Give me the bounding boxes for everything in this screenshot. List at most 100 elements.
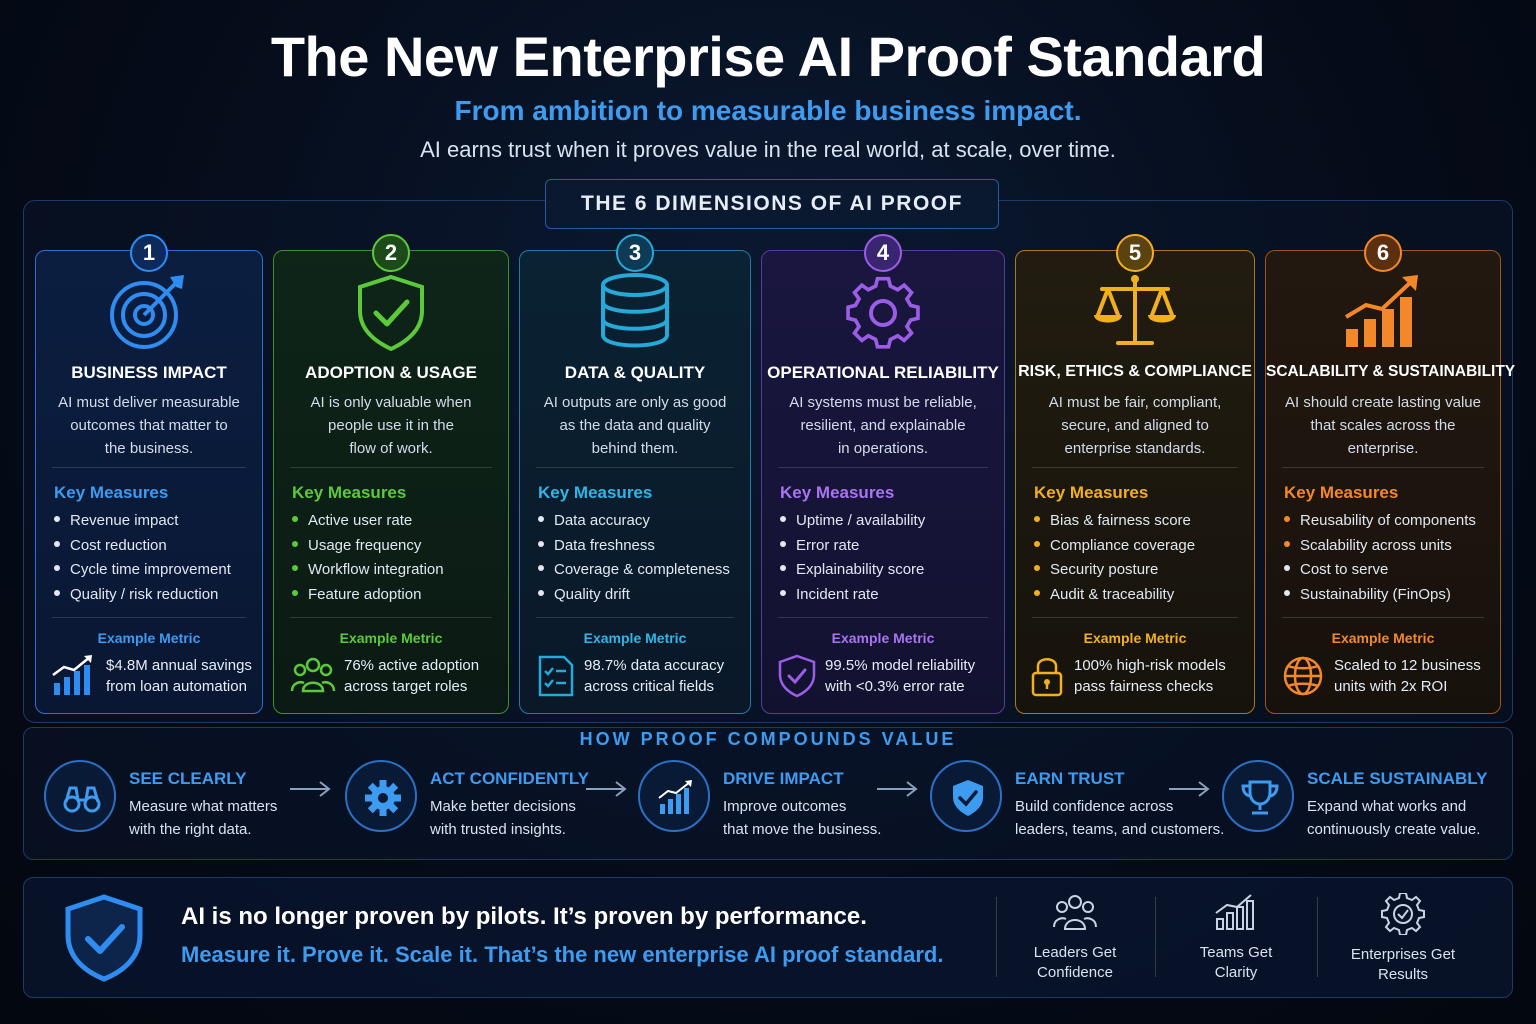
key-measures-label: Key Measures: [1284, 483, 1399, 502]
lock-icon: [1031, 658, 1063, 697]
list-item: Cost to serve: [1284, 558, 1476, 583]
step-description: Improve outcomes that move the business.: [723, 798, 882, 838]
example-metric-text: $4.8M annual savings from loan automatio…: [106, 657, 252, 695]
list-item: Uptime / availability: [780, 509, 925, 534]
list-item: Usage frequency: [292, 534, 444, 559]
list-item: Scalability across units: [1284, 534, 1476, 559]
banner-subline: Measure it. Prove it. Scale it. That’s t…: [181, 942, 944, 967]
list-item: Quality drift: [538, 583, 730, 608]
key-measures-label: Key Measures: [780, 483, 895, 502]
dimension-description: AI must deliver measurable outcomes that…: [58, 394, 240, 457]
gear-icon: [365, 780, 401, 816]
step-name: ACT CONFIDENTLY: [430, 769, 589, 788]
binoculars-icon: [63, 786, 101, 813]
list-item: Coverage & completeness: [538, 558, 730, 583]
step-name: EARN TRUST: [1015, 769, 1125, 788]
list-item: Sustainability (FinOps): [1284, 583, 1476, 608]
list-item: Cost reduction: [54, 534, 231, 559]
step-name: SCALE SUSTAINABLY: [1307, 769, 1488, 788]
key-measures-label: Key Measures: [54, 483, 169, 502]
database-icon: [601, 273, 669, 348]
dimension-card-operational-reliability: 4 OPERATIONAL RELIABILITY AI systems mus…: [761, 234, 1005, 714]
dimension-description: AI systems must be reliable, resilient, …: [789, 394, 977, 457]
shield-check-icon: [953, 780, 983, 816]
scales-icon: [1094, 275, 1176, 345]
example-metric-text: 100% high-risk models pass fairness chec…: [1074, 657, 1226, 695]
key-measures-list: Data accuracy Data freshness Coverage & …: [538, 509, 730, 607]
step-name: DRIVE IMPACT: [723, 769, 844, 788]
growth-chart-icon: [52, 655, 92, 695]
outcome-text: Teams Get Clarity: [1199, 944, 1273, 981]
example-metric-text: Scaled to 12 business units with 2x ROI: [1334, 657, 1481, 695]
key-measures-list: Active user rate Usage frequency Workflo…: [292, 509, 444, 607]
example-metric-label: Example Metric: [831, 630, 935, 646]
outcome-text: Enterprises Get Results: [1350, 946, 1456, 983]
growth-chart-icon: [658, 780, 692, 814]
list-item: Compliance coverage: [1034, 534, 1195, 559]
dimension-number: 2: [372, 234, 410, 272]
list-item: Bias & fairness score: [1034, 509, 1195, 534]
dimension-number: 3: [616, 234, 654, 272]
people-icon: [1053, 895, 1097, 930]
dimension-number: 1: [130, 234, 168, 272]
dimensions-heading: THE 6 DIMENSIONS OF AI PROOF: [545, 179, 999, 229]
step-description: Make better decisions with trusted insig…: [430, 798, 576, 838]
target-icon: [110, 275, 184, 349]
list-item: Feature adoption: [292, 583, 444, 608]
list-item: Error rate: [780, 534, 925, 559]
example-metric-label: Example Metric: [1083, 630, 1187, 646]
dimension-description: AI should create lasting value that scal…: [1285, 394, 1481, 457]
dimension-name: SCALABILITY & SUSTAINABILITY: [1266, 363, 1516, 380]
step-name: SEE CLEARLY: [129, 769, 247, 788]
example-metric-label: Example Metric: [583, 630, 687, 646]
arrow-right-icon: [290, 781, 331, 797]
dimension-card-business-impact: 1 BUSINESS IMPACT AI must deliver measur…: [35, 234, 263, 714]
list-item: Security posture: [1034, 558, 1195, 583]
list-item: Reusability of components: [1284, 509, 1476, 534]
dimension-card-scalability-sustainability: 6 SCALABILITY & SUSTAINABILITY AI should…: [1265, 234, 1516, 714]
bottom-banner: [23, 877, 1513, 998]
list-item: Data accuracy: [538, 509, 730, 534]
growth-chart-icon: [1215, 894, 1254, 930]
page-title: The New Enterprise AI Proof Standard: [270, 25, 1266, 88]
dimension-name: ADOPTION & USAGE: [305, 363, 477, 382]
outcome-enterprises: Enterprises Get Results: [1328, 893, 1478, 985]
key-measures-list: Reusability of components Scalability ac…: [1284, 509, 1476, 607]
dimension-description: AI must be fair, compliant, secure, and …: [1048, 394, 1222, 457]
arrow-right-icon: [877, 781, 918, 797]
list-item: Audit & traceability: [1034, 583, 1195, 608]
example-metric-label: Example Metric: [1331, 630, 1435, 646]
key-measures-label: Key Measures: [538, 483, 653, 502]
outcome-leaders: Leaders Get Confidence: [1000, 893, 1150, 983]
gear-check-icon: [1381, 893, 1425, 935]
dimension-card-data-quality: 3 DATA & QUALITY AI outputs are only as …: [519, 234, 751, 714]
shield-check-icon: [358, 274, 424, 351]
dimension-name: DATA & QUALITY: [564, 363, 706, 382]
dimension-card-adoption-usage: 2 ADOPTION & USAGE AI is only valuable w…: [273, 234, 509, 714]
dimension-card-risk-ethics-compliance: 5 RISK, ETHICS & COMPLIANCE AI must be f…: [1015, 234, 1255, 714]
list-item: Workflow integration: [292, 558, 444, 583]
compounding-heading: HOW PROOF COMPOUNDS VALUE: [579, 729, 957, 749]
example-metric-text: 98.7% data accuracy across critical fiel…: [584, 657, 725, 695]
gear-icon: [846, 276, 920, 349]
growth-bars-icon: [1344, 275, 1418, 347]
dimension-name: RISK, ETHICS & COMPLIANCE: [1018, 363, 1252, 380]
dimension-name: BUSINESS IMPACT: [71, 363, 227, 382]
dimension-description: AI outputs are only as good as the data …: [543, 394, 727, 457]
dimension-name: OPERATIONAL RELIABILITY: [767, 363, 999, 382]
list-item: Explainability score: [780, 558, 925, 583]
list-item: Revenue impact: [54, 509, 231, 534]
banner-headline: AI is no longer proven by pilots. It’s p…: [181, 903, 867, 930]
list-item: Cycle time improvement: [54, 558, 231, 583]
example-metric-text: 76% active adoption across target roles: [344, 657, 480, 695]
arrow-right-icon: [586, 781, 627, 797]
dimension-number: 4: [864, 234, 902, 272]
page-subtitle: From ambition to measurable business imp…: [454, 95, 1082, 126]
dimension-description: AI is only valuable when people use it i…: [310, 394, 472, 457]
key-measures-list: Revenue impact Cost reduction Cycle time…: [54, 509, 231, 607]
key-measures-list: Uptime / availability Error rate Explain…: [780, 509, 925, 607]
step-description: Expand what works and continuously creat…: [1307, 798, 1481, 838]
dimension-number: 6: [1364, 234, 1402, 272]
key-measures-label: Key Measures: [1034, 483, 1149, 502]
dimension-number: 5: [1116, 234, 1154, 272]
